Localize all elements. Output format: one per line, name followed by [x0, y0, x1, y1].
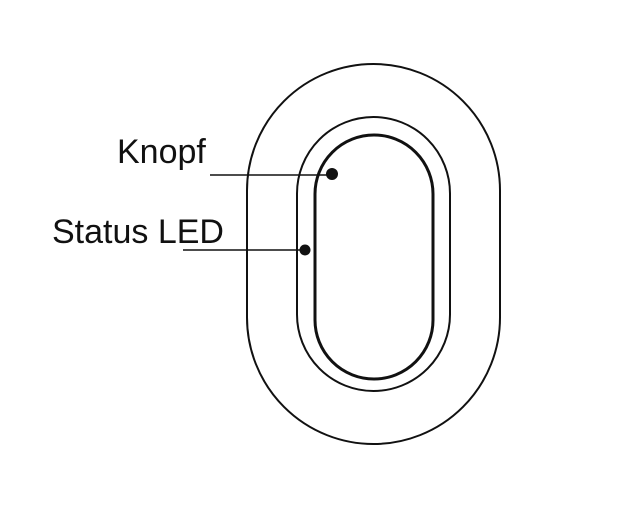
status-led-marker-dot	[299, 244, 311, 256]
button-bezel	[296, 116, 451, 392]
callout-status-led: Status LED	[52, 213, 311, 256]
callout-button: Knopf	[117, 133, 338, 180]
callout-label-status-led: Status LED	[52, 213, 224, 251]
button-surface	[313, 133, 435, 381]
button-marker-dot	[326, 168, 338, 180]
device-housing	[246, 63, 501, 445]
callout-label-button: Knopf	[117, 133, 206, 171]
